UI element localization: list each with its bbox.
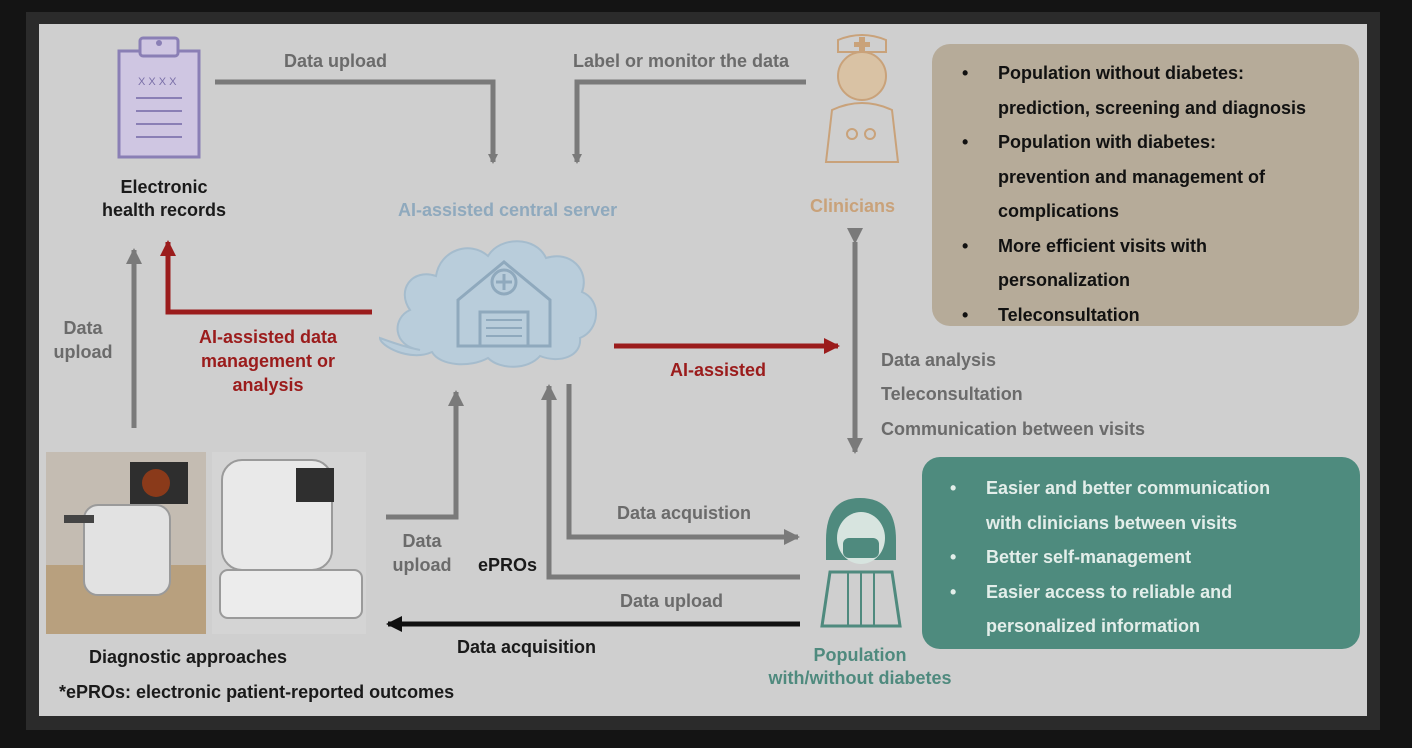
- data-analysis-label: Data analysis: [881, 350, 997, 370]
- clipboard-icon-text: X X X X: [138, 76, 177, 88]
- server-label: AI-assisted central server: [398, 200, 618, 220]
- patient-icon: [820, 498, 902, 628]
- fundus-camera-photo: [46, 452, 206, 634]
- ai-management-arrow: [160, 240, 372, 315]
- population-upload-label: Data upload: [620, 591, 724, 611]
- diagnostic-upload-center-label: Data upload: [392, 531, 452, 575]
- ehr-upload-label: Data upload: [284, 51, 388, 71]
- clinician-label-arrow: [572, 79, 806, 164]
- nurse-icon: [824, 34, 900, 163]
- clipboard-icon: [117, 36, 201, 159]
- clinicians-label: Clinicians: [810, 196, 896, 216]
- clinician-benefit-item: •Population with diabetes:prevention and…: [962, 132, 1266, 221]
- diagnostic-upload-left-label: Data upload: [53, 318, 113, 362]
- ai-management-label: AI-assisted data management or analysis: [198, 327, 338, 395]
- diagnostic-to-server-arrow: [386, 390, 464, 520]
- cloud-hospital-icon: [378, 240, 597, 368]
- ai-assisted-label: AI-assisted: [670, 360, 767, 380]
- data-acquisition-label: Data acquisition: [457, 637, 597, 657]
- data-acquistion-label: Data acquistion: [617, 503, 752, 523]
- oct-scanner-photo: [212, 452, 366, 634]
- clinician-label-text: Label or monitor the data: [573, 51, 790, 71]
- epros-label: ePROs: [478, 555, 538, 575]
- population-label: Population with/without diabetes: [768, 645, 952, 688]
- teleconsultation-label: Teleconsultation: [881, 384, 1023, 404]
- clinician-benefits-box: •Population without diabetes:prediction,…: [932, 44, 1359, 326]
- ehr-upload-arrow: [215, 79, 498, 164]
- population-to-server-arrow: [541, 384, 800, 580]
- communication-label: Communication between visits: [881, 419, 1146, 439]
- ehr-label: Electronic health records: [101, 177, 227, 220]
- footnote: *ePROs: electronic patient-reported outc…: [59, 682, 455, 702]
- clinician-benefit-item: •Teleconsultation: [962, 304, 1140, 325]
- clinician-benefit-item: •Population without diabetes:prediction,…: [962, 63, 1307, 118]
- population-benefit-item: •Better self-management: [950, 547, 1192, 567]
- diagnostic-label: Diagnostic approaches: [89, 647, 288, 667]
- server-to-population-arrow: [566, 384, 800, 545]
